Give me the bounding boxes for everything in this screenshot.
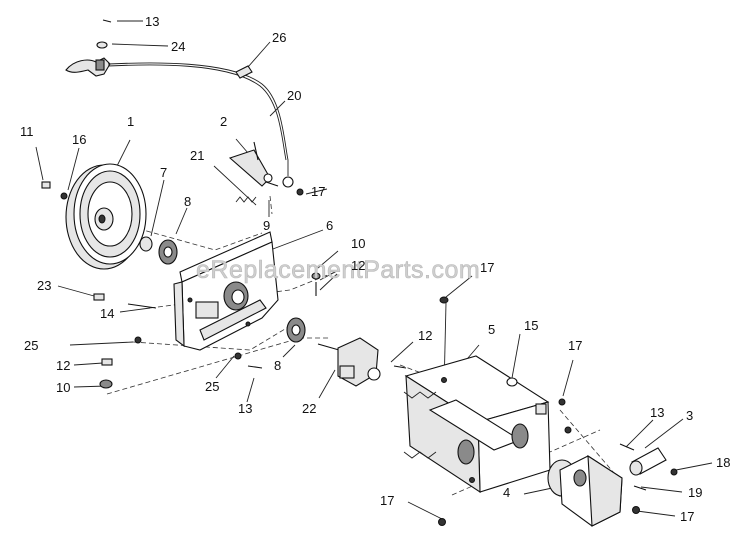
callout-13-top: 13 — [145, 14, 159, 29]
callout-22: 22 — [302, 401, 316, 416]
bolt-12-centre — [393, 365, 407, 369]
stud-14 — [127, 303, 157, 309]
callout-11: 11 — [20, 124, 34, 139]
idler-arm — [228, 141, 279, 187]
bolt-12-left — [101, 358, 113, 366]
bolt-13-bottom — [247, 365, 263, 369]
watermark-text: eReplacementParts.com — [196, 256, 480, 284]
callout-2: 2 — [220, 114, 227, 129]
callout-23: 23 — [37, 278, 51, 293]
callout-25-left: 25 — [24, 338, 38, 353]
callout-7: 7 — [160, 165, 167, 180]
motor-housing-4 — [547, 454, 623, 527]
nut-25-right — [234, 352, 242, 360]
callout-26: 26 — [272, 30, 286, 45]
callout-12-centre: 12 — [418, 328, 432, 343]
sleeve-3 — [629, 447, 667, 476]
callout-3: 3 — [686, 408, 693, 423]
callout-19: 19 — [688, 485, 702, 500]
cable-clip — [235, 65, 253, 79]
bolt-23 — [93, 293, 105, 301]
nut-17-frame-a — [558, 398, 566, 406]
callout-10-left: 10 — [56, 380, 70, 395]
washer-10-top — [311, 272, 321, 280]
callout-17-top: 17 — [311, 184, 325, 199]
bearing-8 — [158, 239, 178, 265]
spring-21 — [235, 196, 257, 203]
nut-17-bottom — [438, 518, 446, 526]
callout-1: 1 — [127, 114, 134, 129]
chute-frame — [403, 355, 551, 494]
callout-13-bottom: 13 — [238, 401, 252, 416]
callout-17-frame: 17 — [568, 338, 582, 353]
callout-24: 24 — [171, 39, 185, 54]
callout-17-centre: 17 — [480, 260, 494, 275]
nut-17-top — [296, 188, 304, 196]
callout-18: 18 — [716, 455, 730, 470]
callout-6: 6 — [326, 218, 333, 233]
nut-25-left — [134, 336, 142, 344]
callout-10-right: 10 — [351, 236, 365, 251]
gearbox-22 — [317, 337, 381, 387]
control-cable — [107, 62, 294, 188]
nut-18 — [670, 468, 678, 476]
bearing-8-lower — [286, 317, 306, 343]
callout-16: 16 — [72, 132, 86, 147]
callout-15: 15 — [524, 318, 538, 333]
callout-21: 21 — [190, 148, 204, 163]
nut-17-centre — [439, 296, 449, 304]
washer-16 — [60, 192, 68, 200]
callout-8-top: 8 — [184, 194, 191, 209]
callout-4: 4 — [503, 485, 510, 500]
callout-labels: 13 24 26 20 1 11 16 2 21 17 7 8 9 6 10 1… — [20, 14, 730, 524]
callout-25-right: 25 — [205, 379, 219, 394]
bolt-11 — [41, 181, 51, 189]
washer-10-left — [99, 379, 113, 389]
nut-17-frame-b — [564, 426, 572, 434]
pin-19 — [633, 485, 647, 491]
callout-12-left: 12 — [56, 358, 70, 373]
pin-15 — [506, 377, 518, 387]
callout-14: 14 — [100, 306, 114, 321]
nut-17-right — [632, 506, 640, 514]
callout-5: 5 — [488, 322, 495, 337]
callout-12-right: 12 — [351, 258, 365, 273]
callout-13-right: 13 — [650, 405, 664, 420]
callout-17-right: 17 — [680, 509, 694, 524]
mounting-bracket — [173, 231, 279, 351]
bolt-13-right — [619, 443, 635, 451]
drive-pulley — [65, 163, 147, 270]
callout-8-lower: 8 — [274, 358, 281, 373]
callout-20: 20 — [287, 88, 301, 103]
callout-9: 9 — [263, 218, 270, 233]
callout-17-bottom: 17 — [380, 493, 394, 508]
spacer-7 — [139, 236, 153, 252]
control-lever — [65, 19, 112, 77]
